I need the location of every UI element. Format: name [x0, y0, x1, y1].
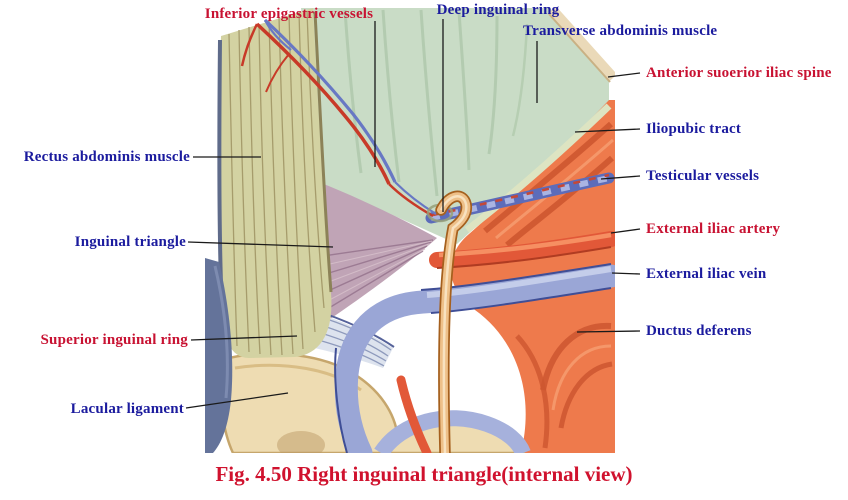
label-rectus-abdominis-muscle: Rectus abdominis muscle [23, 149, 190, 165]
inferior-epigastric-vessels-shape [240, 18, 437, 218]
iliopubic-tract-shape [464, 103, 612, 233]
anatomy-illustration [205, 8, 615, 453]
obturator-vein-shape [374, 410, 531, 453]
label-lacular-ligament: Lacular ligament [70, 401, 184, 417]
rectus-abdominis-shape [217, 8, 333, 358]
external-iliac-artery-shape [429, 231, 615, 269]
label-testicular-vessels: Testicular vessels [646, 168, 760, 184]
leader-external-iliac-vein [611, 272, 641, 275]
label-inguinal-triangle: Inguinal triangle [74, 234, 186, 250]
transversalis-fascia-shape [301, 8, 609, 244]
label-ductus-deferens: Ductus deferens [646, 323, 752, 339]
label-deep-inguinal-ring: Deep inguinal ring [436, 2, 560, 18]
iliac-crest-edge [547, 8, 615, 82]
pubic-bone-shape [218, 352, 526, 453]
leader-external-iliac-artery [610, 228, 641, 234]
label-inferior-epigastric-vessels: Inferior epigastric vessels [204, 6, 374, 22]
label-external-iliac-vein: External iliac vein [646, 266, 767, 282]
label-external-iliac-artery: External iliac artery [646, 221, 781, 237]
label-anterior-superior-iliac-spine: Anterior suoerior iliac spine [646, 65, 832, 81]
label-transverse-abdominis-muscle: Transverse abdominis muscle [523, 23, 718, 39]
iliac-crest-edge-line [548, 13, 611, 83]
figure-caption: Fig. 4.50 Right inguinal triangle(intern… [215, 462, 633, 486]
inguinal-triangle-shape [297, 174, 437, 328]
label-iliopubic-tract: Iliopubic tract [646, 121, 742, 137]
femoral-artery-shape [396, 375, 432, 453]
ductus-deferens-shape [435, 190, 473, 453]
label-superior-inguinal-ring: Superior inguinal ring [40, 332, 188, 348]
